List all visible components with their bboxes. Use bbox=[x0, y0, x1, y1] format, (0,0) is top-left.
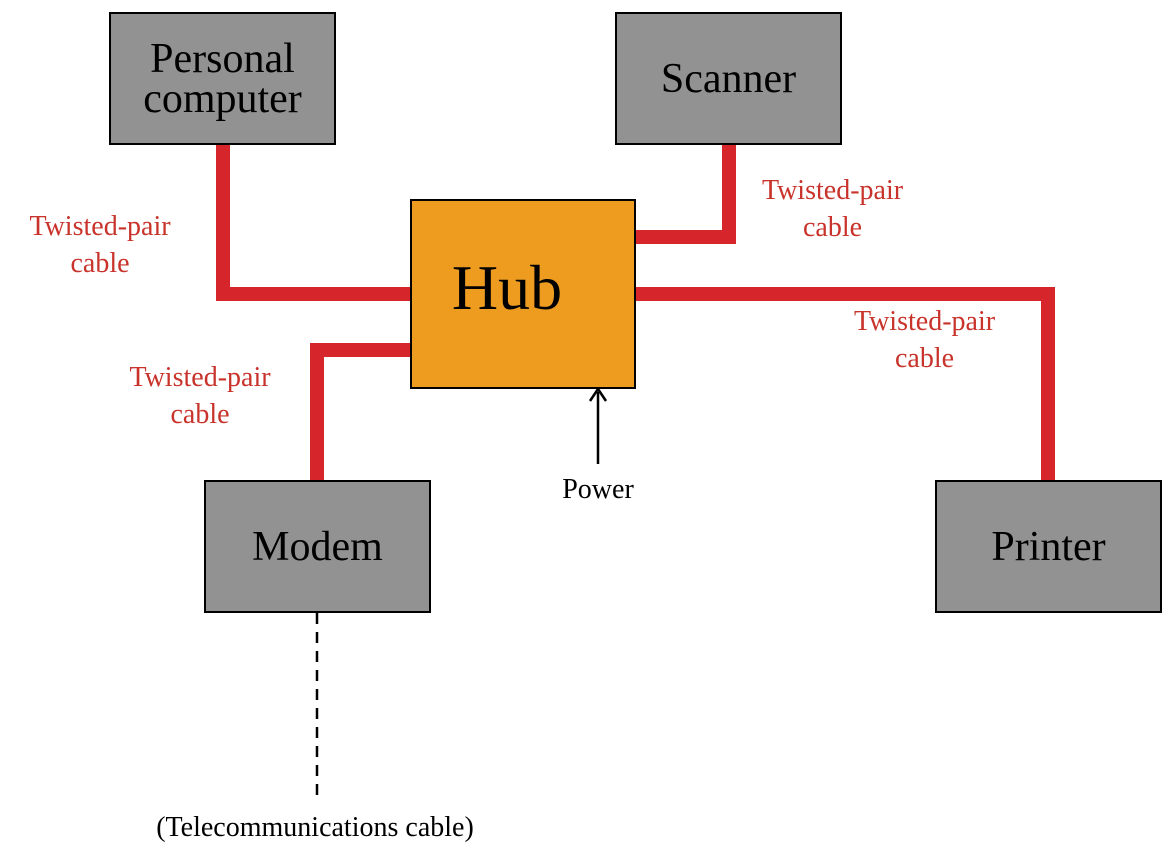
power-label: Power bbox=[562, 474, 634, 505]
printer-cable-label: Twisted-pair cable bbox=[822, 303, 1027, 377]
modem-label: Modem bbox=[252, 523, 383, 570]
modem-cable-label-line2: cable bbox=[170, 399, 230, 430]
scanner-cable-label-line2: cable bbox=[802, 212, 863, 243]
printer-cable-label-line2: cable bbox=[894, 343, 955, 374]
pc-cable bbox=[216, 145, 410, 301]
power-arrow-head bbox=[588, 386, 608, 402]
printer-cable-label-line1: Twisted-pair bbox=[853, 306, 996, 337]
modem-cable-label: Twisted-pair cable bbox=[90, 359, 310, 433]
personal-computer-label-line1: Personal bbox=[150, 35, 295, 82]
personal-computer-label-line2: computer bbox=[143, 75, 302, 122]
pc-cable-label-line1: Twisted-pair bbox=[29, 211, 171, 242]
modem-box: Modem bbox=[204, 480, 431, 613]
scanner-cable-label-line1: Twisted-pair bbox=[761, 175, 904, 206]
personal-computer-label: Personal computer bbox=[143, 35, 302, 122]
hub-label: Hub bbox=[451, 252, 563, 323]
modem-cable bbox=[310, 343, 410, 482]
modem-cable-label-line1: Twisted-pair bbox=[129, 362, 271, 393]
pc-cable-label-line2: cable bbox=[70, 248, 130, 279]
printer-box: Printer bbox=[935, 480, 1162, 613]
scanner-cable-label: Twisted-pair cable bbox=[730, 172, 935, 246]
telecom-cable-label: (Telecommunications cable) bbox=[156, 812, 474, 843]
scanner-label: Scanner bbox=[660, 55, 797, 102]
pc-cable-label: Twisted-pair cable bbox=[0, 208, 200, 282]
printer-label: Printer bbox=[991, 523, 1106, 570]
printer-cable bbox=[636, 287, 1055, 482]
personal-computer-box: Personal computer bbox=[109, 12, 336, 145]
hub-box: Hub bbox=[410, 199, 636, 389]
scanner-box: Scanner bbox=[615, 12, 842, 145]
scanner-cable bbox=[636, 145, 736, 244]
